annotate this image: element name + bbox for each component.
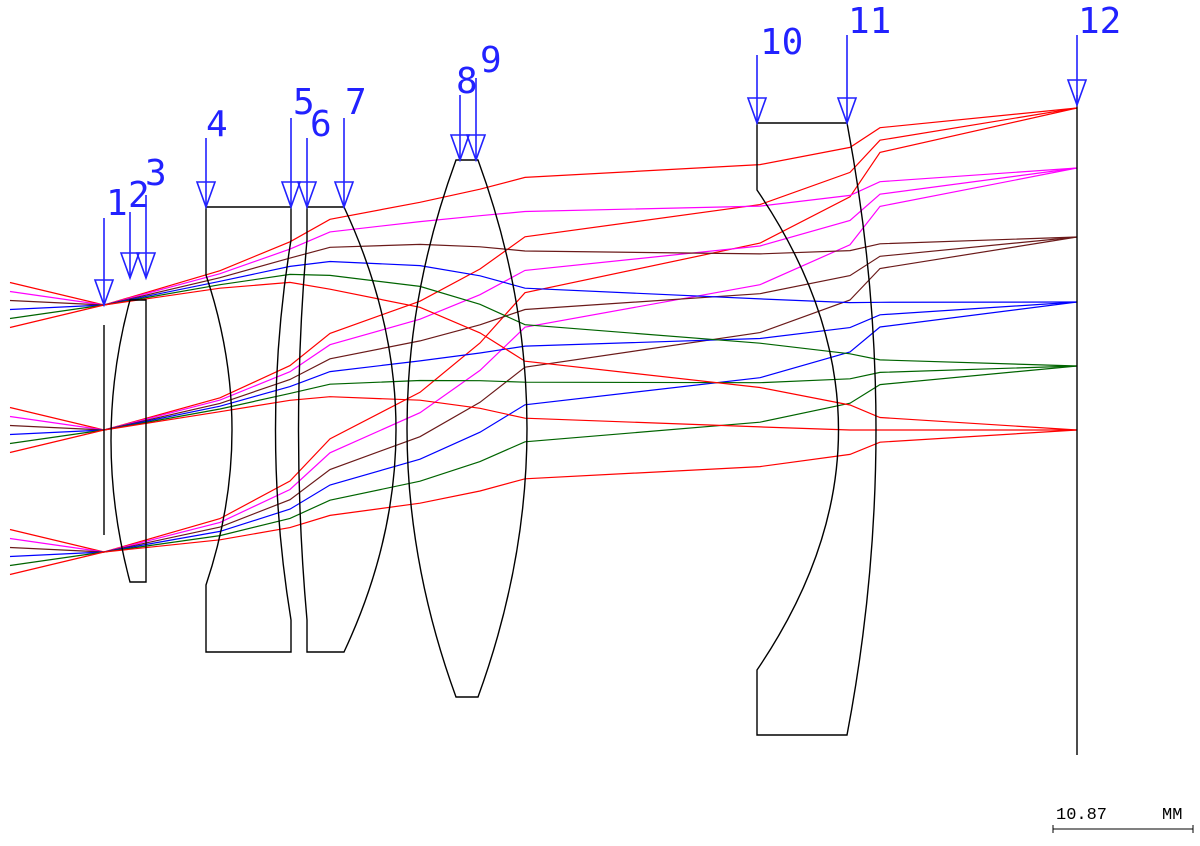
lens-element-2 xyxy=(205,206,292,653)
ray-field-4-bundle-2 xyxy=(9,301,1078,436)
surface-marker-6: 6 xyxy=(296,104,332,210)
surface-label-1: 1 xyxy=(106,183,128,224)
scale-unit: MM xyxy=(1162,806,1182,825)
ray-field-6-bundle-1 xyxy=(9,281,1078,431)
ray-field-3-bundle-2 xyxy=(9,236,1078,431)
surface-marker-8: 8 xyxy=(449,61,478,163)
lens-element-4 xyxy=(406,159,528,698)
lens-elements xyxy=(103,95,1078,755)
ray-field-3-bundle-3 xyxy=(9,236,1078,553)
ray-field-6-bundle-2 xyxy=(9,396,1077,454)
surface-label-2: 2 xyxy=(128,175,150,216)
scale-bar: 10.87 MM xyxy=(1052,806,1194,833)
surface-marker-11: 11 xyxy=(836,1,891,126)
surface-marker-3: 3 xyxy=(135,153,167,281)
surface-label-12: 12 xyxy=(1078,1,1121,42)
surface-label-10: 10 xyxy=(760,22,803,63)
ray-field-5-bundle-1 xyxy=(9,273,1078,367)
ray-field-4-bundle-1 xyxy=(9,260,1078,311)
scale-value: 10.87 xyxy=(1056,806,1107,825)
lens-element-3 xyxy=(297,206,397,653)
ray-field-4-bundle-3 xyxy=(9,301,1078,558)
lens-element-5 xyxy=(756,122,877,736)
ray-field-2-bundle-2 xyxy=(9,167,1078,431)
ray-field-6-bundle-3 xyxy=(9,429,1078,576)
surface-label-11: 11 xyxy=(848,1,891,42)
ray-field-3-bundle-1 xyxy=(9,236,1078,306)
surface-marker-1: 1 xyxy=(93,183,128,308)
ray-field-1-bundle-1 xyxy=(9,107,1078,306)
surface-label-5: 5 xyxy=(293,82,315,123)
surface-marker-12: 12 xyxy=(1066,1,1121,108)
lens-element-1 xyxy=(110,299,147,583)
surface-marker-2: 2 xyxy=(119,175,150,281)
ray-field-2-bundle-3 xyxy=(9,167,1078,553)
surface-marker-7: 7 xyxy=(333,82,367,210)
surface-marker-10: 10 xyxy=(746,22,803,126)
surface-label-6: 6 xyxy=(310,104,332,145)
ray-bundles xyxy=(9,107,1078,576)
surface-label-4: 4 xyxy=(206,104,228,145)
surface-label-9: 9 xyxy=(480,40,502,81)
surface-label-8: 8 xyxy=(456,61,478,102)
surface-marker-5: 5 xyxy=(280,82,315,210)
surface-label-3: 3 xyxy=(145,153,167,194)
ray-field-2-bundle-1 xyxy=(9,167,1078,306)
surface-marker-9: 9 xyxy=(465,40,502,163)
surface-marker-4: 4 xyxy=(195,104,228,210)
ray-field-5-bundle-3 xyxy=(9,365,1078,567)
ray-field-5-bundle-2 xyxy=(9,365,1078,445)
ray-field-1-bundle-3 xyxy=(9,107,1078,553)
surface-label-7: 7 xyxy=(345,82,367,123)
